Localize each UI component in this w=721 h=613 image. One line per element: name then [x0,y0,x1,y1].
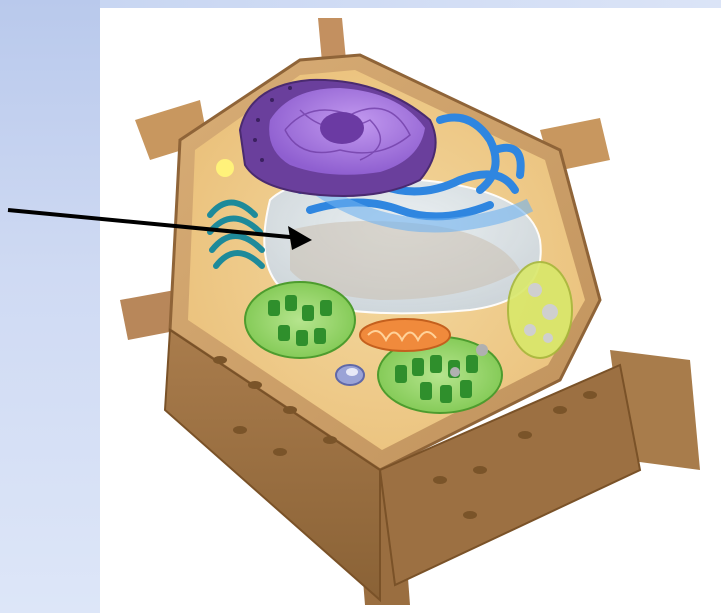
chloroplast [245,282,355,358]
light-spot-icon [216,159,234,177]
mitochondrion [360,319,450,351]
nucleolus [320,112,364,144]
amyloplast [508,262,572,358]
peroxisome [336,365,364,385]
